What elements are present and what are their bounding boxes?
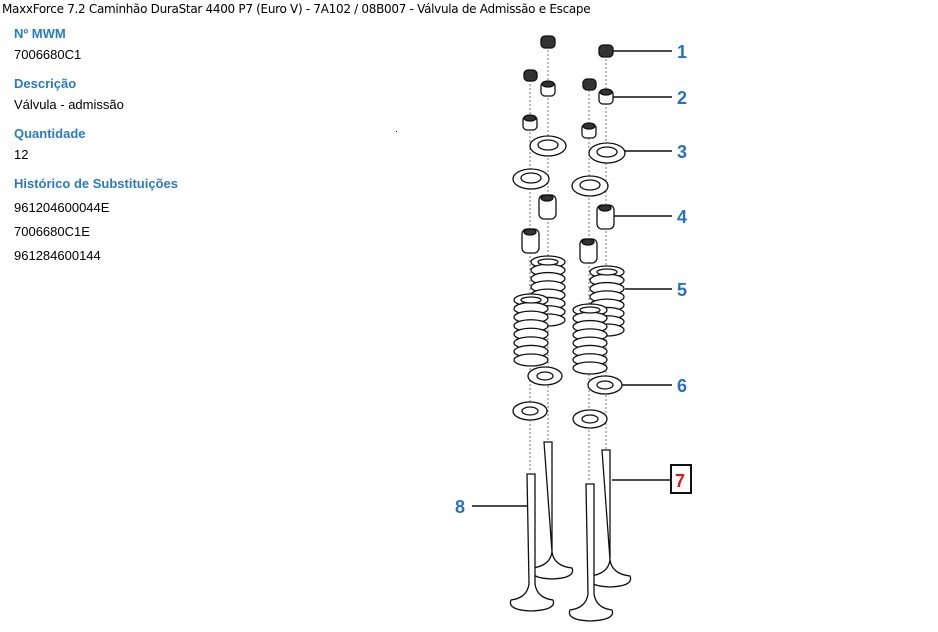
description-value: Válvula - admissão: [14, 97, 124, 112]
callout-labels: 1 2 3 4 5 6 7 8: [455, 42, 687, 517]
mwm-value: 7006680C1: [14, 47, 82, 62]
history-item[interactable]: 961284600144: [14, 248, 101, 263]
mwm-label: Nº MWM: [14, 26, 66, 41]
valve-keeper-parts: [523, 35, 614, 91]
callout-1[interactable]: 1: [677, 42, 687, 62]
valve-parts: [509, 441, 632, 622]
spring-coil: [572, 361, 608, 375]
callout-8[interactable]: 8: [455, 497, 465, 517]
callout-4[interactable]: 4: [677, 207, 687, 227]
callout-6[interactable]: 6: [677, 376, 687, 396]
callout-7[interactable]: 7: [675, 471, 685, 491]
spring-retainer-parts: [512, 135, 626, 197]
valve-spring-parts: [513, 255, 625, 375]
history-item[interactable]: 961204600044E: [14, 200, 110, 215]
spring-top: [596, 268, 618, 276]
spring-top: [579, 306, 601, 314]
callout-3[interactable]: 3: [677, 142, 687, 162]
valve-seal-parts: [521, 194, 615, 264]
selected-callout-box: [670, 464, 692, 494]
spring-washer-parts: [512, 366, 623, 429]
spring-coil: [513, 353, 549, 367]
stray-dot: [396, 131, 397, 132]
history-label: Histórico de Substituições: [14, 176, 178, 191]
valve-cap-parts: [522, 80, 614, 139]
callout-leader-lines: [472, 50, 672, 507]
spring-top: [520, 296, 542, 304]
page-title: MaxxForce 7.2 Caminhão DuraStar 4400 P7 …: [2, 2, 591, 16]
description-label: Descrição: [14, 76, 77, 91]
callout-5[interactable]: 5: [677, 280, 687, 300]
quantity-label: Quantidade: [14, 126, 86, 141]
quantity-value: 12: [14, 147, 29, 162]
callout-2[interactable]: 2: [677, 88, 687, 108]
spring-top: [537, 258, 559, 266]
history-item[interactable]: 7006680C1E: [14, 224, 90, 239]
